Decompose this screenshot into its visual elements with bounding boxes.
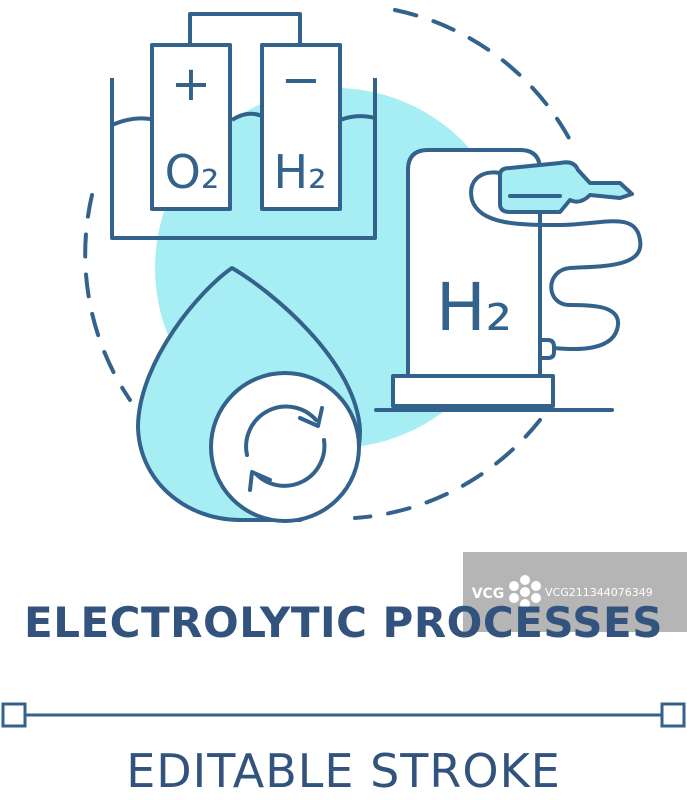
pump-label: H₂ (436, 269, 512, 346)
hydrogen-pump (374, 148, 643, 412)
divider-handle-left (1, 702, 27, 728)
anode-electrode (150, 43, 232, 211)
watermark-logo-text: VCG (472, 586, 505, 602)
anode-label: O₂ (165, 145, 220, 199)
water-wave-left (111, 116, 156, 127)
icon-illustration: + − O₂ H₂ H₂ (83, 8, 643, 523)
electrolysis-tank (110, 12, 377, 240)
connecting-wire (188, 12, 302, 45)
water-wave-middle (230, 111, 263, 122)
pump-base (391, 374, 555, 408)
tank-outline (110, 78, 377, 240)
cathode-sign: − (281, 52, 321, 108)
flower-mark (509, 575, 541, 609)
electrolysis-icon: + − O₂ H₂ H₂ (83, 8, 643, 523)
hose-connector (538, 338, 556, 360)
divider-handle-right (660, 702, 686, 728)
refresh-arrows-icon (244, 404, 327, 492)
fuel-nozzle (498, 160, 634, 214)
vcg-logo-icon: VCG (472, 575, 541, 609)
subtitle: EDITABLE STROKE (126, 744, 561, 798)
title: ELECTROLYTIC PROCESSES (24, 598, 663, 647)
watermark: VCG VCG211344076349 (463, 552, 687, 632)
anode-sign: + (171, 56, 211, 112)
divider (0, 700, 687, 730)
fuel-hose (469, 170, 643, 352)
divider-line (1, 702, 686, 728)
recycle-circle (209, 371, 361, 523)
cathode-label: H₂ (273, 145, 326, 199)
dashed-arc-left (83, 193, 132, 402)
watermark-id: VCG211344076349 (545, 585, 653, 599)
cathode-electrode (260, 43, 342, 211)
